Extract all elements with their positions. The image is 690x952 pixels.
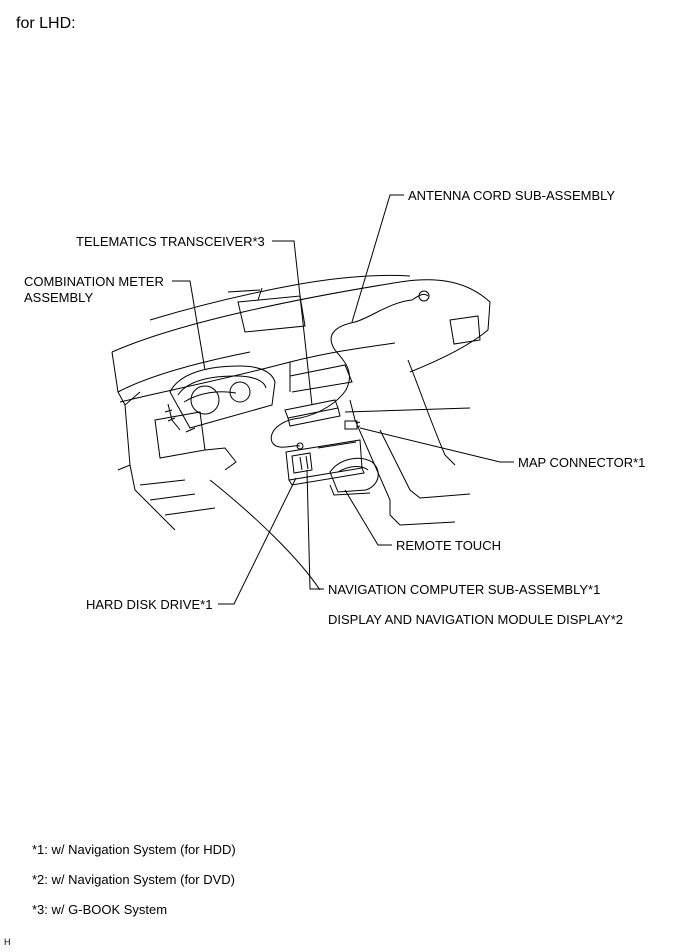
label-combination-meter-line1: COMBINATION METER: [24, 274, 164, 289]
label-telematics-transceiver: TELEMATICS TRANSCEIVER*3: [76, 234, 265, 249]
label-antenna-cord: ANTENNA CORD SUB-ASSEMBLY: [408, 188, 616, 203]
telematics-transceiver-shape: [284, 399, 341, 427]
label-display-navigation-module: DISPLAY AND NAVIGATION MODULE DISPLAY*2: [328, 612, 623, 627]
dashboard-outline: [111, 274, 491, 591]
footnote-1: *1: w/ Navigation System (for HDD): [32, 842, 236, 857]
antenna-cord-shape: [270, 290, 430, 450]
label-combination-meter-line2: ASSEMBLY: [24, 290, 94, 305]
leader-lines: [172, 194, 514, 605]
footnote-2: *2: w/ Navigation System (for DVD): [32, 872, 236, 887]
map-connector-shape: [344, 420, 361, 430]
label-hard-disk-drive: HARD DISK DRIVE*1: [86, 597, 213, 612]
label-map-connector: MAP CONNECTOR*1: [518, 455, 646, 470]
navigation-computer-shape: [285, 439, 365, 486]
label-navigation-computer: NAVIGATION COMPUTER SUB-ASSEMBLY*1: [328, 582, 601, 597]
footnote-3: *3: w/ G-BOOK System: [32, 902, 168, 917]
remote-touch-shape: [329, 457, 379, 496]
label-remote-touch: REMOTE TOUCH: [396, 538, 501, 553]
combination-meter-shape: [164, 365, 276, 433]
page-heading: for LHD:: [16, 15, 76, 32]
corner-mark: H: [4, 937, 11, 947]
